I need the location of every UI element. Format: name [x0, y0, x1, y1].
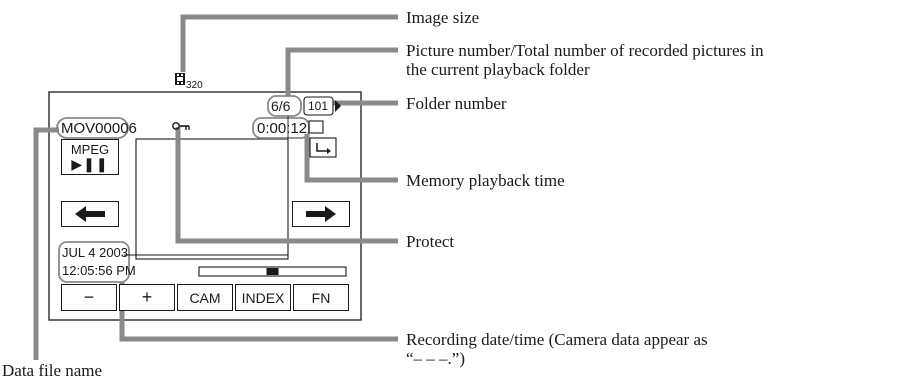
callout-picture-number-line2: the current playback folder — [406, 60, 590, 79]
lcd-screen-frame — [48, 91, 362, 321]
callout-playback-time: Memory playback time — [406, 171, 565, 190]
callout-image-size: Image size — [406, 8, 480, 27]
callout-recording-datetime-line2: “– – –.”) — [406, 349, 466, 368]
return-button-frame — [309, 137, 337, 158]
playback-time: 0:00:12 — [257, 120, 308, 137]
mpeg-label: MPEG — [70, 142, 110, 157]
previous-button[interactable] — [61, 201, 119, 227]
minus-button[interactable]: − — [61, 284, 117, 311]
mpeg-play-pause-button[interactable]: MPEG ▶❚❚ — [61, 139, 119, 175]
callout-picture-number-line1: Picture number/Total number of recorded … — [406, 41, 764, 60]
file-name: MOV00006 — [61, 120, 137, 137]
image-size-value: 320 — [186, 80, 203, 91]
leader-data-file-name — [33, 127, 59, 360]
image-area — [135, 138, 289, 260]
film-icon — [175, 73, 185, 85]
playback-progress-marker — [266, 268, 279, 275]
folder-number: 101 — [308, 99, 329, 113]
return-icon — [316, 143, 329, 152]
fn-button[interactable]: FN — [293, 284, 349, 311]
folder-arrow-icon — [335, 100, 341, 112]
key-icon — [172, 122, 190, 130]
index-button[interactable]: INDEX — [235, 284, 291, 311]
right-arrow-icon — [306, 206, 336, 222]
recording-date: JUL 4 2003 — [62, 245, 129, 260]
picture-count: 6/6 — [271, 98, 291, 114]
leader-picture-number — [285, 47, 398, 96]
left-arrow-icon — [75, 206, 105, 222]
outline-picture-count — [267, 95, 302, 117]
playback-progress-track — [198, 266, 347, 277]
callout-folder-number: Folder number — [406, 94, 507, 113]
callout-recording-datetime-line1: Recording date/time (Camera data appear … — [406, 330, 708, 349]
leader-protect — [175, 127, 398, 244]
leader-image-size — [180, 14, 398, 72]
outline-datetime — [58, 241, 130, 283]
play-pause-icon: ▶❚❚ — [71, 156, 109, 172]
outline-file-name — [56, 117, 129, 139]
leader-playback-time — [304, 134, 398, 183]
cam-button[interactable]: CAM — [177, 284, 233, 311]
next-button[interactable] — [292, 201, 350, 227]
plus-button[interactable]: + — [119, 284, 175, 311]
folder-number-box — [303, 96, 334, 116]
tape-indicator — [308, 120, 324, 134]
callout-protect: Protect — [406, 232, 455, 251]
recording-time: 12:05:56 PM — [62, 263, 136, 278]
callout-data-file-name: Data file name — [2, 361, 103, 380]
